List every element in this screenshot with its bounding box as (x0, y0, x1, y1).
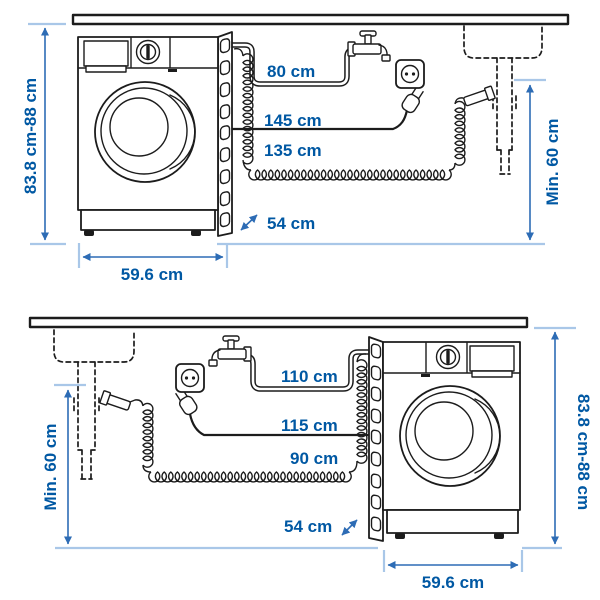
power-cord (188, 412, 372, 437)
label-drain-min-height: Min. 60 cm (543, 119, 562, 206)
diagram-top: 80 cm 145 cm 135 cm 54 cm 59.6 cm 83.8 c… (21, 13, 570, 284)
washer-control-panel (77, 37, 219, 73)
sink-basin (463, 25, 543, 59)
faucet-icon (347, 30, 391, 62)
power-outlet-icon (395, 59, 425, 89)
label-drain-hose: 90 cm (290, 449, 338, 468)
drain-hose-coil (129, 353, 368, 483)
washer-door (94, 81, 196, 183)
vent-slots (219, 38, 231, 228)
vent-slots (370, 343, 382, 532)
water-supply-hose (240, 349, 373, 392)
washer-base (386, 509, 519, 539)
label-water-hose: 110 cm (281, 367, 338, 386)
drain-pipe (492, 57, 517, 175)
faucet-icon (208, 335, 252, 367)
label-width: 59.6 cm (121, 265, 183, 284)
dim-depth (341, 519, 358, 536)
countertop (71, 13, 570, 26)
label-depth: 54 cm (267, 214, 315, 233)
drain-pipe (73, 361, 100, 480)
dim-drain-height (217, 78, 546, 246)
label-drain-min-height: Min. 60 cm (41, 424, 60, 511)
label-depth: 54 cm (284, 517, 332, 536)
washer-base (80, 209, 216, 236)
label-height: 83.8 cm-88 cm (21, 78, 40, 194)
countertop (28, 316, 529, 329)
hose-connector (463, 85, 496, 107)
washing-machine (77, 31, 233, 237)
washing-machine (368, 336, 521, 542)
label-power-cord: 115 cm (281, 416, 338, 435)
label-height: 83.8 cm-88 cm (574, 394, 593, 510)
label-water-hose: 80 cm (267, 62, 315, 81)
dim-height (28, 22, 66, 246)
power-cord (230, 108, 409, 131)
dim-drain-height (54, 383, 378, 550)
dim-height (522, 326, 576, 550)
washer-control-panel (382, 342, 521, 378)
diagram-bottom: 110 cm 115 cm 90 cm 54 cm 59.6 cm 83.8 c… (28, 316, 593, 592)
label-drain-hose: 135 cm (264, 141, 322, 160)
label-power-cord: 145 cm (264, 111, 322, 130)
dim-width (382, 550, 524, 572)
washer-door (399, 385, 501, 487)
dim-width (77, 243, 229, 268)
sink-basin (53, 329, 135, 363)
power-plug-icon (401, 86, 424, 114)
power-outlet-icon (175, 363, 205, 393)
power-plug-icon (175, 388, 198, 416)
dim-depth (240, 214, 258, 231)
drain-hose-coil (233, 47, 469, 181)
hose-connector (99, 390, 131, 411)
label-width: 59.6 cm (422, 573, 484, 592)
